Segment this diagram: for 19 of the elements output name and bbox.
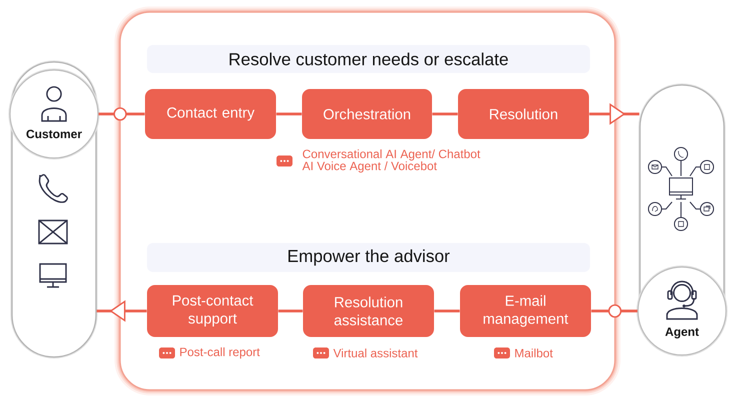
process-box: Resolution (458, 89, 589, 139)
connector (98, 107, 145, 121)
connector (591, 304, 638, 318)
feature-label: Conversational AI Agent/ Chatbot (302, 149, 480, 161)
connector (276, 112, 302, 116)
process-box: Contact entry (145, 89, 276, 139)
connector (434, 310, 460, 312)
feature-label: Virtual assistant (333, 348, 418, 358)
feature-label: Post-call report (180, 347, 260, 359)
connector (432, 112, 458, 116)
process-box: Post-contact support (147, 285, 278, 337)
heading-band: Empower the advisor (147, 243, 590, 272)
heading-band: Resolve customer needs or escalate (147, 45, 590, 73)
feature-label: Mailbot (515, 348, 553, 358)
process-box: Resolution assistance (303, 285, 434, 337)
process-box: E-mail management (460, 285, 591, 337)
feature-label: AI Voice Agent / Voicebot (302, 161, 437, 173)
process-box: Orchestration (302, 89, 432, 139)
connector (278, 310, 303, 312)
